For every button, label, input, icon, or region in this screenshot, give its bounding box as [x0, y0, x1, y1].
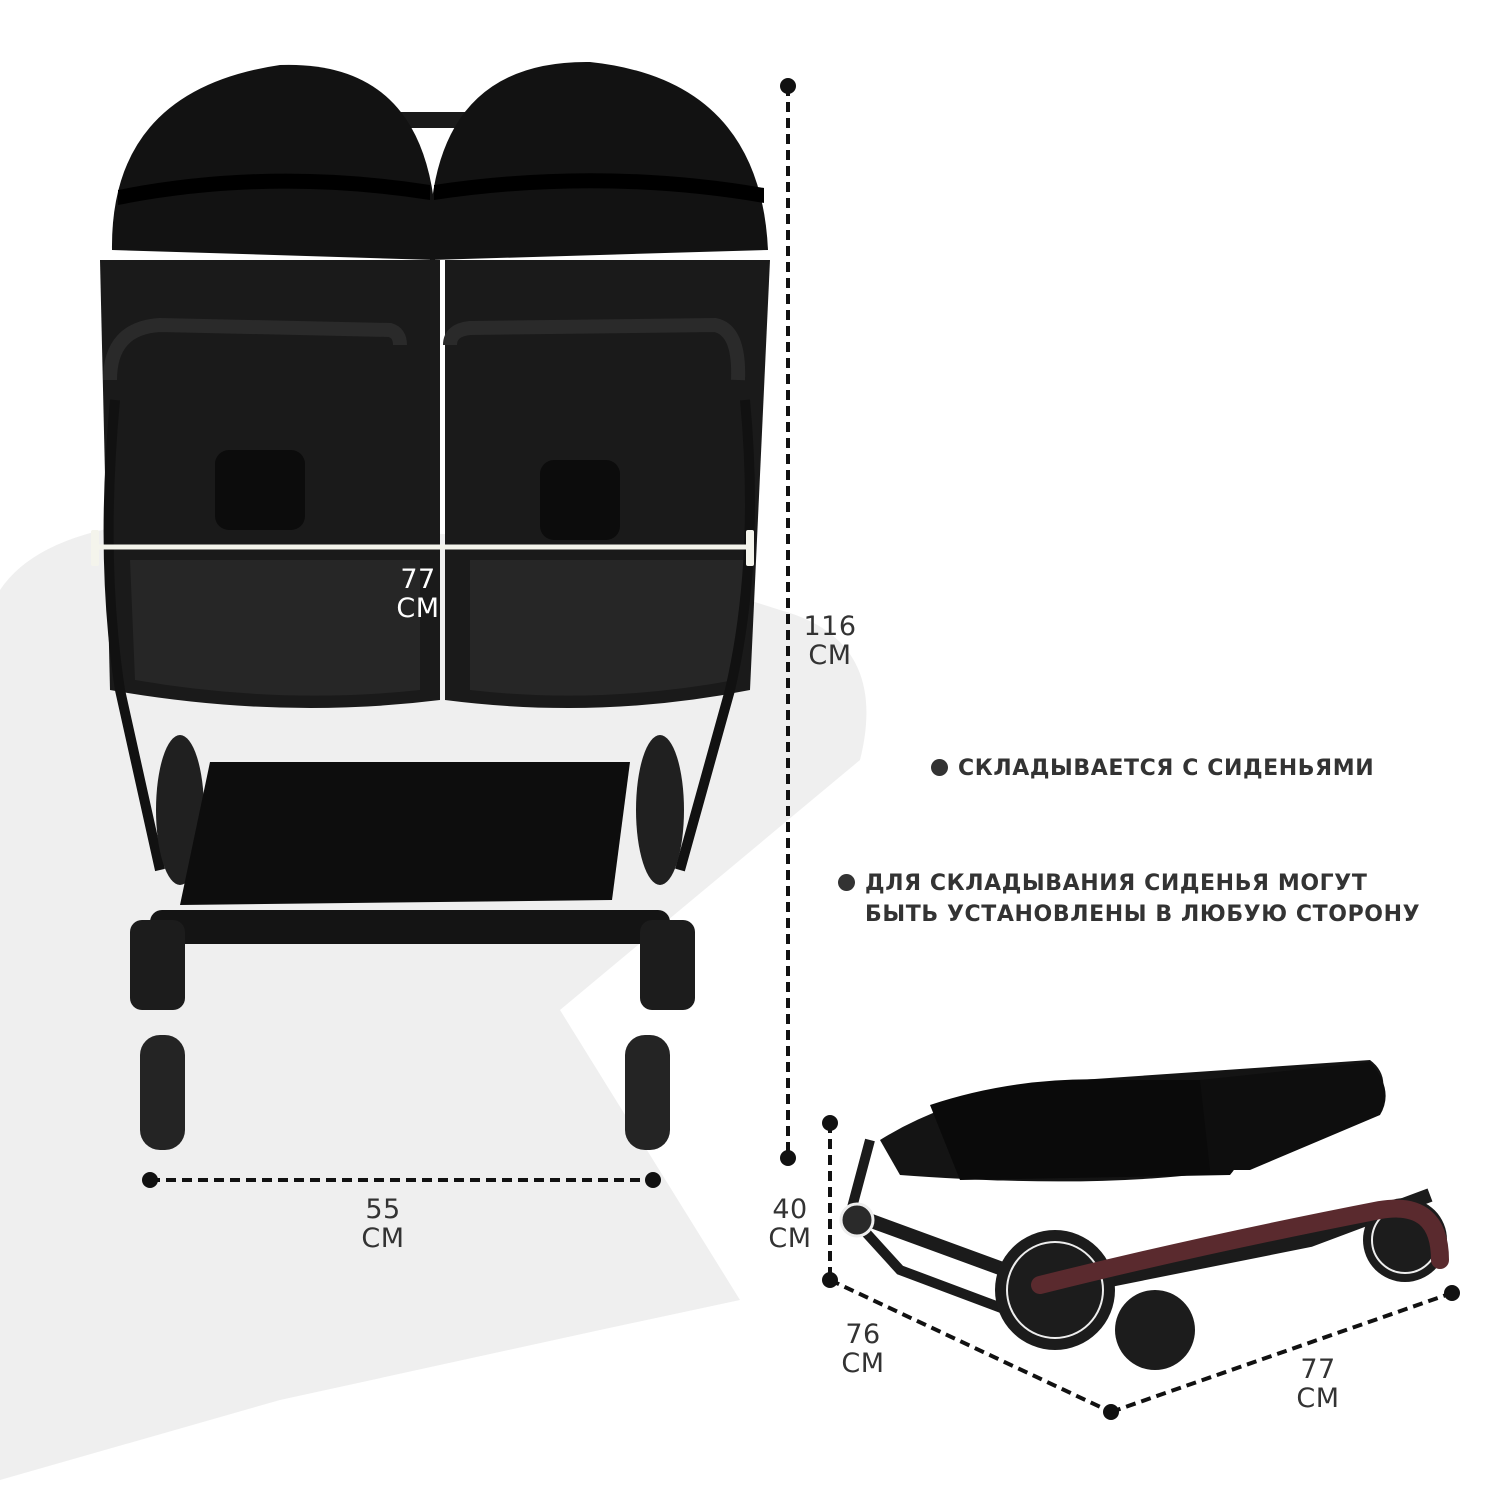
folded-height-unit: СМ: [768, 1223, 812, 1254]
folded-height-value: 40: [772, 1194, 808, 1225]
seat-width-unit: СМ: [396, 593, 440, 624]
seat-width-label: 77 СМ: [378, 565, 458, 623]
folded-height-label: 40 СМ: [752, 1195, 828, 1253]
bullet-dot-icon: [931, 759, 948, 776]
wheelbase-width-value: 55: [365, 1194, 401, 1225]
wheelbase-width-unit: СМ: [361, 1223, 405, 1254]
feature-text-line-2: БЫТЬ УСТАНОВЛЕНЫ В ЛЮБУЮ СТОРОНУ: [865, 902, 1421, 927]
folded-depth-label: 76 СМ: [825, 1320, 901, 1378]
bullet-dot-icon: [838, 874, 855, 891]
feature-folds-with-seats: СКЛАДЫВАЕТСЯ С СИДЕНЬЯМИ: [931, 753, 1375, 784]
feature-text: СКЛАДЫВАЕТСЯ С СИДЕНЬЯМИ: [958, 756, 1375, 781]
folded-stroller-image: [839, 1060, 1449, 1370]
wheelbase-dimension-line: [142, 1172, 661, 1188]
height-unit: СМ: [808, 640, 852, 671]
folded-width-dimension-line: [1110, 1285, 1460, 1414]
folded-depth-value: 76: [845, 1319, 881, 1350]
folded-depth-unit: СМ: [841, 1348, 885, 1379]
seat-width-value: 77: [400, 564, 436, 595]
folded-width-unit: СМ: [1296, 1383, 1340, 1414]
folded-width-value: 77: [1300, 1354, 1336, 1385]
height-label: 116 СМ: [795, 612, 865, 670]
wheelbase-width-label: 55 СМ: [343, 1195, 423, 1253]
folded-width-label: 77 СМ: [1280, 1355, 1356, 1413]
feature-text-line-1: ДЛЯ СКЛАДЫВАНИЯ СИДЕНЬЯ МОГУТ: [865, 871, 1368, 896]
height-dimension-line: [780, 78, 796, 1166]
feature-seats-any-direction: ДЛЯ СКЛАДЫВАНИЯ СИДЕНЬЯ МОГУТ БЫТЬ УСТАН…: [838, 868, 1421, 930]
unfolded-stroller-image: [91, 61, 770, 1150]
height-value: 116: [803, 611, 857, 642]
